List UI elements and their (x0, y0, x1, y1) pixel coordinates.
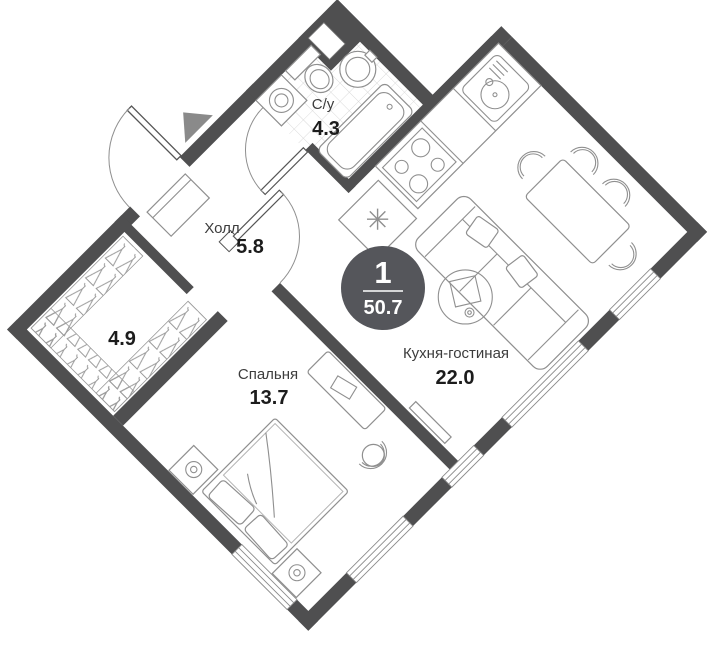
desk (307, 351, 386, 430)
room-area-bathroom: 4.3 (312, 118, 340, 140)
bed-pillow (208, 480, 255, 525)
rug-blanket (449, 275, 482, 308)
wall-bathroom-kitchen (341, 36, 499, 194)
window (231, 543, 298, 611)
toilet (284, 44, 334, 94)
bathroom-fixtures (255, 44, 413, 178)
ventilation-shaft (307, 22, 346, 60)
desk-chair (358, 440, 388, 470)
entrance-door (108, 105, 213, 208)
dining-chair (608, 242, 637, 271)
window (501, 340, 589, 428)
room-label-kitchen-living: Кухня-гостиная (403, 345, 509, 362)
bathtub-inner (326, 91, 405, 170)
room-label-hall: Холл (204, 220, 239, 237)
entrance-arrow-icon (183, 112, 213, 143)
walls (7, 0, 708, 631)
nightstand (168, 444, 219, 496)
badge-room-count: 1 (374, 255, 391, 290)
windows (231, 268, 662, 611)
bedroom-door (232, 189, 300, 284)
wall-southwest-w (7, 319, 242, 555)
dining-chair (602, 178, 631, 207)
room-area-hall: 5.8 (236, 236, 264, 258)
badge-circle (341, 246, 425, 330)
dining-chair (517, 151, 546, 180)
badge-total-area: 50.7 (364, 297, 403, 319)
bathtub-drain (386, 103, 393, 110)
room-area-kitchen-living: 22.0 (436, 367, 475, 389)
stove (381, 127, 457, 203)
bathtub (318, 83, 413, 178)
room-label-bathroom: С/у (312, 96, 335, 113)
wall-wardrobe-north (114, 214, 194, 295)
rug (437, 269, 493, 325)
window (608, 268, 662, 321)
apartment-badge: 1 50.7 (341, 246, 425, 330)
wall-northeast (502, 36, 708, 242)
room-labels: С/у 4.3 Холл 5.8 Кухня-гостиная 22.0 Спа… (108, 96, 509, 409)
fridge (337, 179, 418, 259)
kitchen (337, 42, 542, 259)
faucet (485, 77, 494, 87)
washing-machine (255, 74, 308, 127)
room-label-bedroom: Спальня (238, 366, 298, 383)
laptop (329, 375, 358, 400)
sofa (415, 195, 590, 370)
pillow (465, 216, 499, 248)
wall-east-pier2 (578, 309, 620, 351)
entrance-door-arc (108, 107, 130, 208)
dining-chair (570, 146, 599, 176)
wall-bathroom-south-e (305, 142, 356, 194)
wall-east-pier5 (298, 572, 357, 631)
wall-bedroom-north (271, 282, 459, 470)
wall-east-pier1 (650, 222, 708, 279)
hanger-rail (95, 300, 208, 413)
wall-east-pier3 (473, 417, 512, 456)
nightstand (271, 547, 322, 599)
dining-set (517, 146, 637, 271)
hall-bench (146, 173, 211, 238)
snowflake-icon (366, 208, 389, 230)
wall-west-lower (7, 206, 141, 340)
wall-wardrobe-east (113, 311, 228, 426)
room-area-bedroom: 13.7 (250, 387, 289, 409)
bathroom-sink (339, 49, 378, 88)
bed (202, 418, 348, 565)
bathroom-door-arc (245, 107, 264, 193)
pillow (505, 255, 538, 288)
blanket-fold (265, 432, 275, 518)
window (345, 515, 414, 584)
bed-pillow (244, 514, 288, 560)
dining-table (525, 159, 630, 264)
room-area-wardrobe: 4.9 (108, 328, 136, 350)
tv (408, 400, 452, 445)
kitchen-counter (374, 42, 542, 210)
wardrobe-rails (30, 235, 208, 413)
wall-east-pier4 (403, 477, 452, 527)
bathroom-door (245, 107, 309, 196)
window (441, 444, 485, 488)
blanket-fold (246, 473, 258, 505)
bedroom-door-arc (279, 191, 300, 284)
kitchen-sink (462, 54, 530, 122)
bedroom-furniture (168, 351, 388, 599)
